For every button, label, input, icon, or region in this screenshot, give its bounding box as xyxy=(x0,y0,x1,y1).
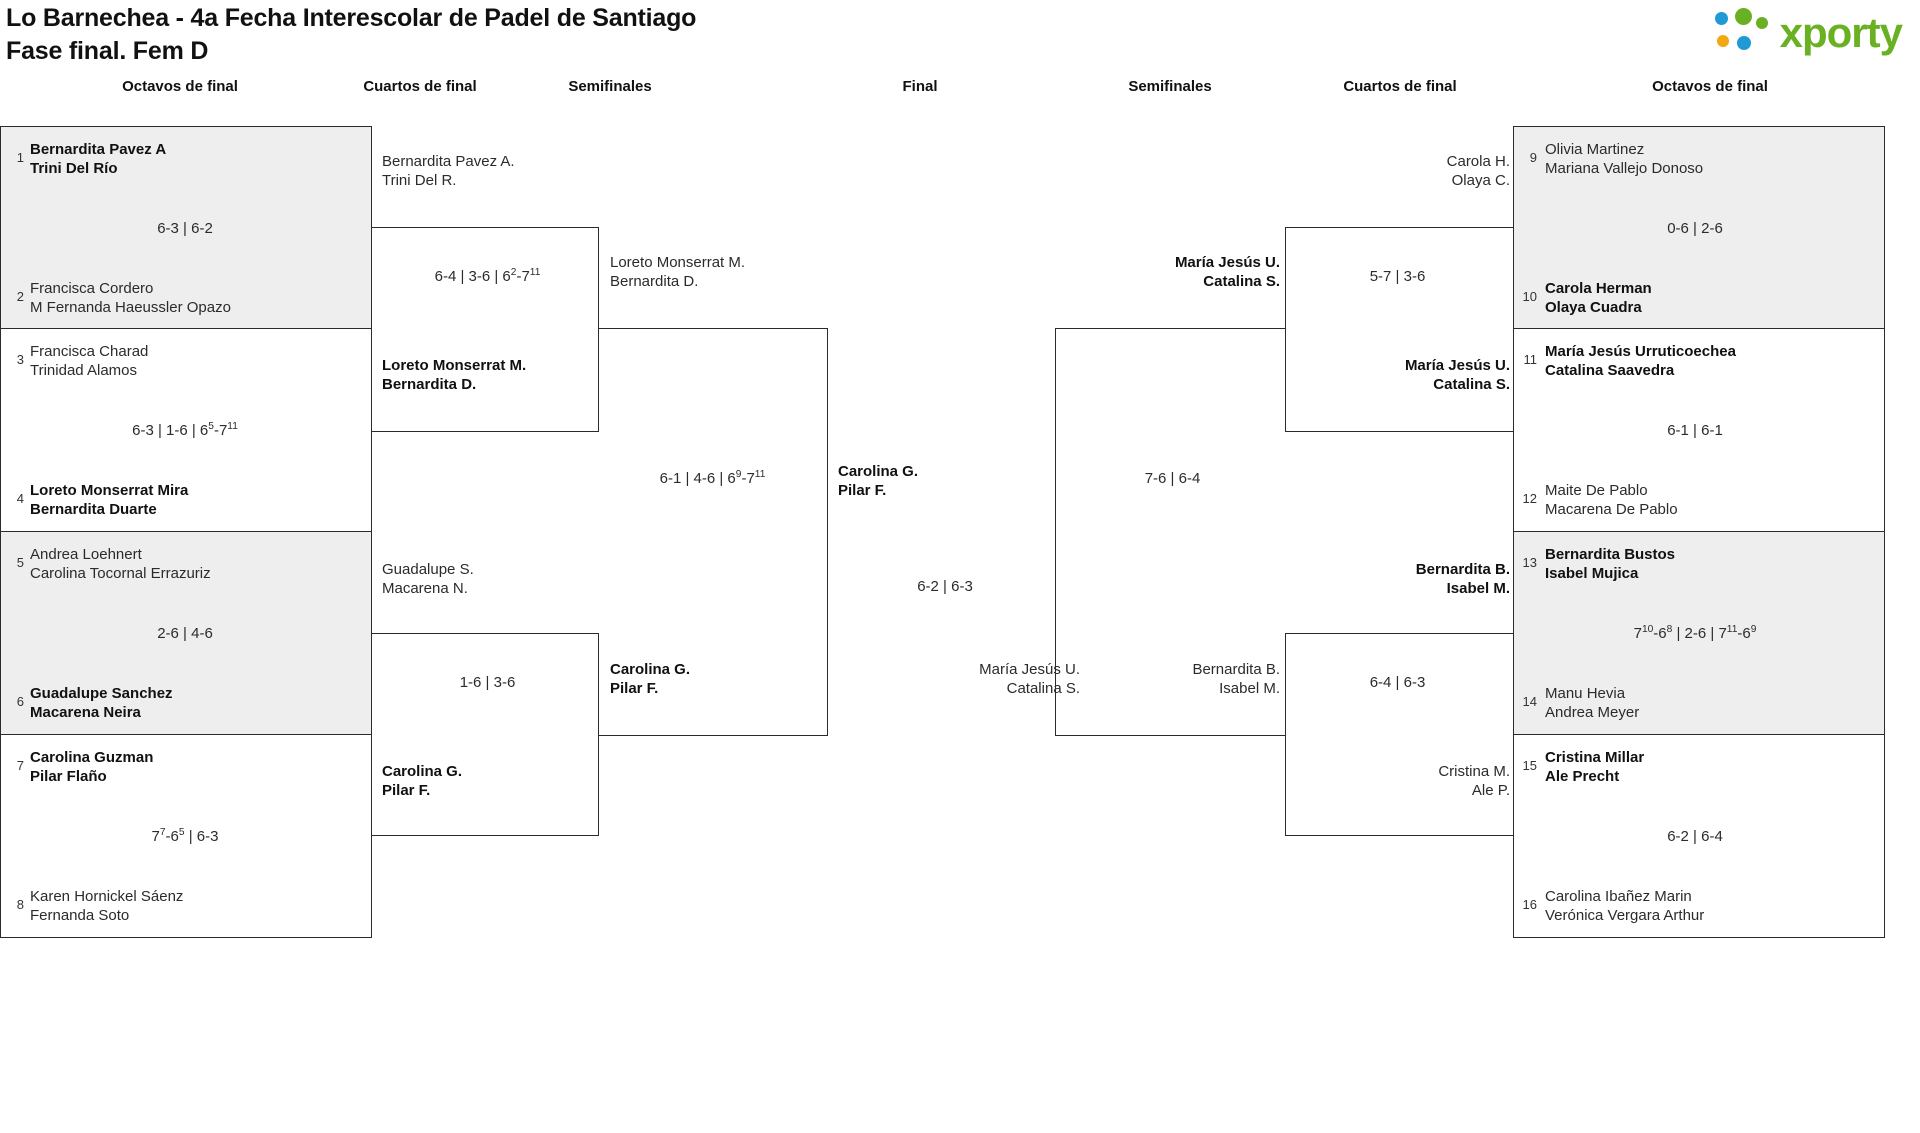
seed-number: 1 xyxy=(16,150,24,165)
page-title: Lo Barnechea - 4a Fecha Interescolar de … xyxy=(6,2,696,68)
match-score: 710-68 | 2-6 | 711-69 xyxy=(1633,624,1757,642)
final-right-entry: María Jesús U. Catalina S. xyxy=(979,661,1080,697)
team-entry: Cristina M. Ale P. xyxy=(1438,763,1510,799)
round-header-left-r16: Octavos de final xyxy=(122,78,238,95)
team-entry: Cristina Millar Ale Precht xyxy=(1545,749,1645,785)
xporty-logo[interactable]: xporty xyxy=(1714,8,1903,58)
seed-number: 5 xyxy=(16,555,24,570)
match-score: 6-3 | 6-2 xyxy=(157,220,213,237)
title-line-1: Lo Barnechea - 4a Fecha Interescolar de … xyxy=(6,4,697,32)
match-score: 2-6 | 4-6 xyxy=(157,625,213,642)
match-score: 5-7 | 3-6 xyxy=(1369,268,1426,285)
seed-number: 6 xyxy=(16,694,24,709)
team-entry: Loreto Monserrat M. Bernardita D. xyxy=(382,357,527,393)
logo-dots-icon xyxy=(1714,8,1771,58)
team-entry: Manu Hevia Andrea Meyer xyxy=(1545,685,1640,721)
final-left-entry: Carolina G. Pilar F. xyxy=(838,463,919,499)
team-entry: María Jesús U. Catalina S. xyxy=(1174,254,1280,290)
team-entry: Bernardita B. Isabel M. xyxy=(1192,661,1280,697)
round-header-right-qf: Cuartos de final xyxy=(1343,78,1457,95)
team-entry: Carolina Ibañez Marin Verónica Vergara A… xyxy=(1545,888,1705,924)
round-header-right-r16: Octavos de final xyxy=(1652,78,1768,95)
team-entry: Carolina G. Pilar F. xyxy=(610,661,691,697)
team-entry: Carolina Guzman Pilar Flaño xyxy=(30,749,154,785)
seed-number: 4 xyxy=(16,491,24,506)
logo-wordmark: xporty xyxy=(1779,9,1903,56)
team-entry: Olivia Martinez Mariana Vallejo Donoso xyxy=(1545,141,1704,177)
team-entry: Loreto Monserrat Mira Bernardita Duarte xyxy=(30,482,189,518)
team-entry: Andrea Loehnert Carolina Tocornal Errazu… xyxy=(30,546,211,582)
team-entry: María Jesús Urruticoechea Catalina Saave… xyxy=(1545,343,1736,379)
round-header-left-qf: Cuartos de final xyxy=(363,78,477,95)
seed-number: 13 xyxy=(1522,555,1537,570)
team-entry: Francisca Charad Trinidad Alamos xyxy=(30,343,149,379)
team-entry: Francisca Cordero M Fernanda Haeussler O… xyxy=(30,280,231,316)
row-band xyxy=(1513,126,1885,328)
match-score: 77-65 | 6-3 xyxy=(151,827,219,845)
match-score: 6-3 | 1-6 | 65-711 xyxy=(132,421,238,439)
row-band xyxy=(1513,531,1885,734)
seed-number: 9 xyxy=(1529,150,1537,165)
row-band xyxy=(0,531,372,734)
match-score: 6-2 | 6-4 xyxy=(1667,828,1723,845)
round-header-left-sf: Semifinales xyxy=(568,78,652,95)
team-entry: Bernardita Pavez A. Trini Del R. xyxy=(382,153,515,189)
team-entry: Carola H. Olaya C. xyxy=(1446,153,1510,189)
match-score: 6-1 | 6-1 xyxy=(1667,422,1723,439)
title-line-2: Fase final. Fem D xyxy=(6,37,209,65)
match-score: 0-6 | 2-6 xyxy=(1667,220,1723,237)
final-score: 6-2 | 6-3 xyxy=(917,578,973,595)
team-entry: Karen Hornickel Sáenz Fernanda Soto xyxy=(30,888,184,924)
seed-number: 3 xyxy=(16,352,24,367)
match-score: 6-4 | 3-6 | 62-711 xyxy=(434,267,541,285)
round-header-final: Final xyxy=(902,78,938,95)
seed-number: 8 xyxy=(16,897,24,912)
seed-number: 15 xyxy=(1522,758,1537,773)
seed-number: 2 xyxy=(16,289,24,304)
team-entry: Bernardita B. Isabel M. xyxy=(1415,561,1510,597)
team-entry: Guadalupe Sanchez Macarena Neira xyxy=(30,685,173,721)
match-score: 1-6 | 3-6 xyxy=(459,674,516,691)
row-band xyxy=(0,126,372,328)
team-entry: Loreto Monserrat M. Bernardita D. xyxy=(610,254,746,290)
team-entry: Carolina G. Pilar F. xyxy=(382,763,463,799)
team-entry: Bernardita Bustos Isabel Mujica xyxy=(1545,546,1676,582)
seed-number: 14 xyxy=(1522,694,1537,709)
team-entry: María Jesús U. Catalina S. xyxy=(1404,357,1510,393)
match-score: 6-4 | 6-3 xyxy=(1369,674,1426,691)
team-entry: Carola Herman Olaya Cuadra xyxy=(1545,280,1652,316)
match-score: 7-6 | 6-4 xyxy=(1144,470,1201,487)
match-score: 6-1 | 4-6 | 69-711 xyxy=(659,469,766,487)
round-header-right-sf: Semifinales xyxy=(1128,78,1212,95)
team-entry: Bernardita Pavez A Trini Del Río xyxy=(30,141,167,177)
seed-number: 16 xyxy=(1522,897,1537,912)
seed-number: 11 xyxy=(1523,352,1538,367)
seed-number: 10 xyxy=(1522,289,1537,304)
seed-number: 12 xyxy=(1522,491,1537,506)
seed-number: 7 xyxy=(16,758,24,773)
team-entry: Maite De Pablo Macarena De Pablo xyxy=(1545,482,1678,518)
team-entry: Guadalupe S. Macarena N. xyxy=(382,561,474,597)
